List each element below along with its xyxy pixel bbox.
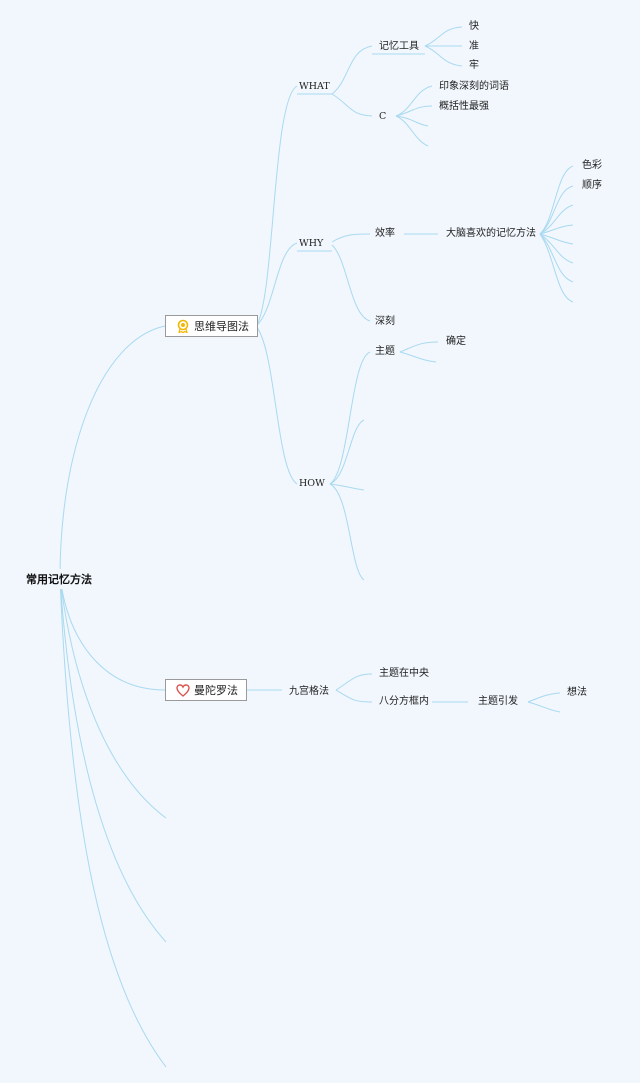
order-node[interactable]: 顺序	[582, 180, 602, 191]
idea-node[interactable]: 想法	[567, 687, 587, 698]
efficiency-node[interactable]: 效率	[375, 228, 395, 239]
nine-grid-node[interactable]: 九宫格法	[289, 686, 329, 697]
c-node[interactable]: C	[379, 111, 387, 122]
memory-tool-node[interactable]: 记忆工具	[379, 41, 419, 52]
deep-node[interactable]: 深刻	[375, 316, 395, 327]
eight-boxes-node[interactable]: 八分方框内	[379, 696, 429, 707]
heart-icon	[176, 683, 190, 697]
generalization-node[interactable]: 概括性最强	[439, 101, 489, 112]
why-node[interactable]: WHY	[299, 238, 324, 249]
firm-node[interactable]: 牢	[469, 60, 479, 71]
mandala-method-label: 曼陀罗法	[194, 684, 238, 697]
brain-likes-node[interactable]: 大脑喜欢的记忆方法	[446, 228, 536, 239]
what-node[interactable]: WHAT	[299, 81, 330, 92]
impression-word-node[interactable]: 印象深刻的词语	[439, 81, 509, 92]
color-node[interactable]: 色彩	[582, 160, 602, 171]
theme-center-node[interactable]: 主题在中央	[379, 668, 429, 679]
confirm-node[interactable]: 确定	[446, 336, 466, 347]
theme-node[interactable]: 主题	[375, 346, 395, 357]
mindmap-method-label: 思维导图法	[194, 320, 249, 333]
theme-lead-node[interactable]: 主题引发	[478, 696, 518, 707]
how-node[interactable]: HOW	[299, 478, 325, 489]
root-topic[interactable]: 常用记忆方法	[24, 569, 94, 589]
mandala-method-node[interactable]: 曼陀罗法	[165, 679, 247, 701]
mindmap-method-node[interactable]: 思维导图法	[165, 315, 258, 337]
accurate-node[interactable]: 准	[469, 41, 479, 52]
award-icon	[177, 319, 189, 333]
fast-node[interactable]: 快	[469, 21, 479, 32]
